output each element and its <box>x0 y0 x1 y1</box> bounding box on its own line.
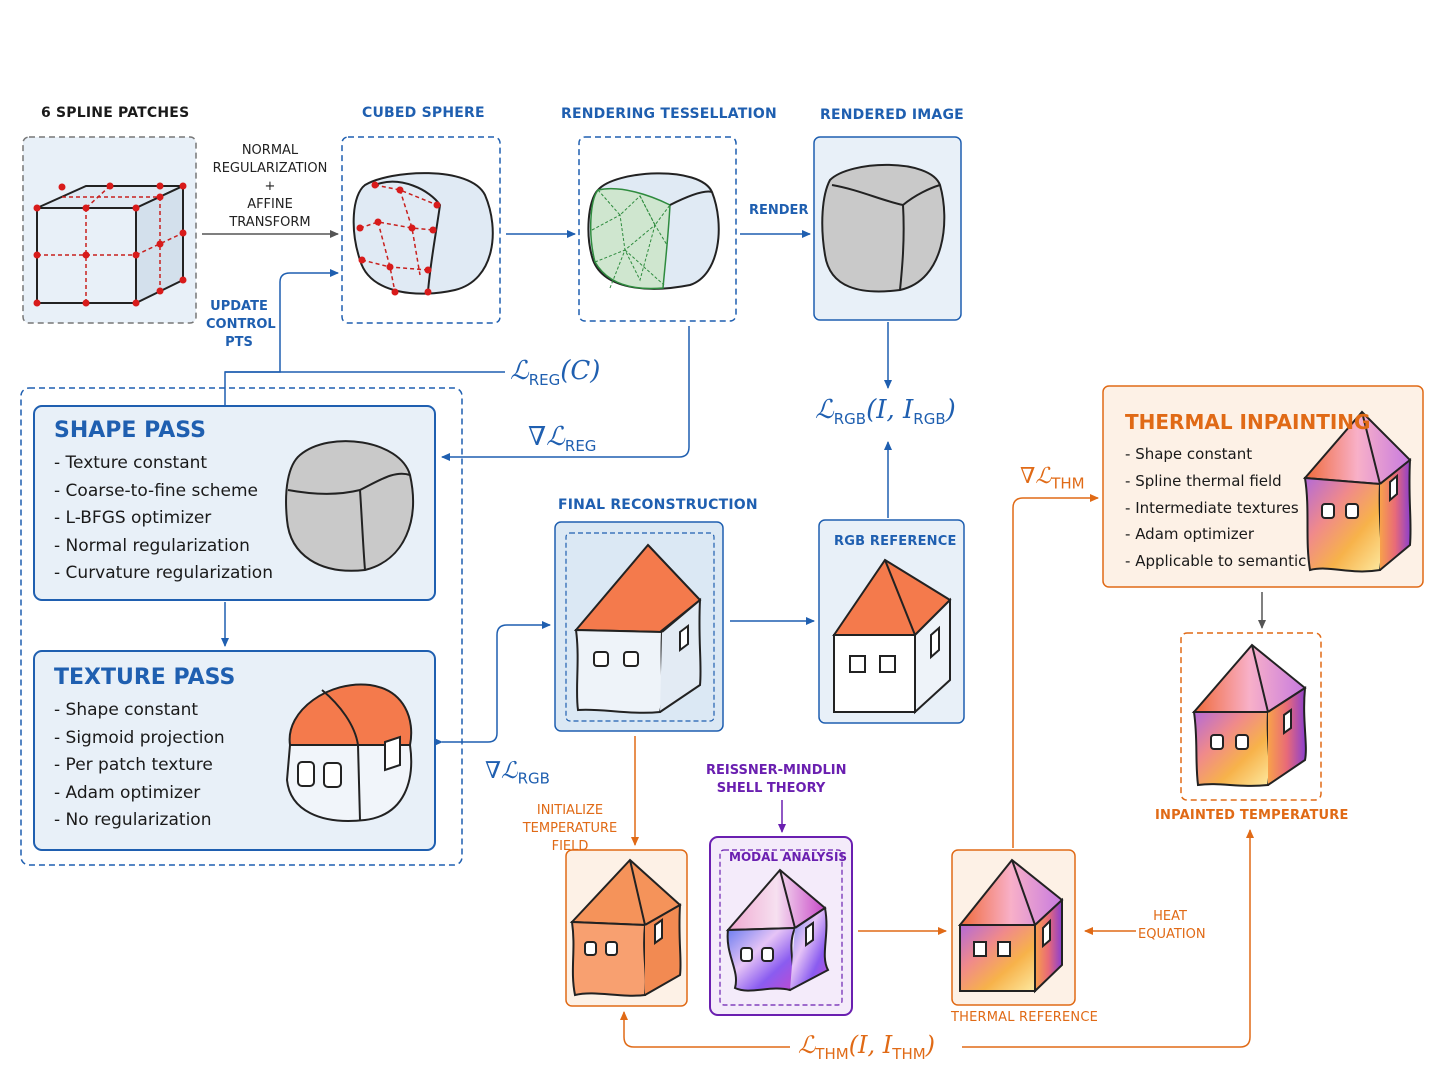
rgb-house-icon <box>832 558 952 715</box>
optimization-group <box>20 387 463 866</box>
shape-pass-title: SHAPE PASS <box>54 418 206 443</box>
tessellation-box <box>578 136 737 322</box>
cube-icon <box>33 182 187 307</box>
initialize-line-3: FIELD <box>551 839 589 854</box>
shape-sphere-icon <box>285 440 414 572</box>
modal-house-icon <box>725 868 830 992</box>
gray-sphere-icon <box>821 163 946 293</box>
update-line-3: PTS <box>225 335 253 350</box>
update-control-label: UPDATE CONTROL PTS <box>206 298 276 352</box>
normal-regularization-label: NORMAL REGULARIZATION + AFFINE TRANSFORM <box>210 142 330 232</box>
final-reconstruction-title: FINAL RECONSTRUCTION <box>558 497 758 513</box>
texture-pass-item: Shape constant <box>54 697 225 725</box>
normal-reg-line-2: REGULARIZATION <box>212 161 328 176</box>
modal-analysis-title: MODAL ANALYSIS <box>729 850 848 864</box>
texture-pass-item: Adam optimizer <box>54 780 225 808</box>
arrow-grad-rgb <box>434 621 551 746</box>
spline-patches-title: 6 SPLINE PATCHES <box>41 105 190 121</box>
grad-loss-thm: ∇ℒTHM <box>1020 464 1085 493</box>
shape-pass-item: Normal regularization <box>54 533 273 561</box>
initialize-line-2: TEMPERATURE <box>522 821 618 836</box>
heat-equation-label: HEAT EQUATION <box>1138 908 1206 944</box>
inpainted-temperature-title: INPAINTED TEMPERATURE <box>1155 808 1349 823</box>
reissner-line-1: REISSNER-MINDLIN <box>706 763 847 778</box>
shape-pass-item: Coarse-to-fine scheme <box>54 478 273 506</box>
inpainting-house-icon <box>1302 410 1412 573</box>
initial-house-icon <box>569 858 682 997</box>
shape-pass-item: Curvature regularization <box>54 560 273 588</box>
update-line-2: CONTROL <box>206 317 276 332</box>
cubed-sphere-title: CUBED SPHERE <box>362 105 485 121</box>
arrow-grad-reg <box>441 326 690 461</box>
cubed-sphere-icon <box>352 172 494 296</box>
reissner-line-2: SHELL THEORY <box>716 781 826 796</box>
texture-sphere-icon <box>285 683 413 822</box>
rgb-reference-title: RGB REFERENCE <box>834 534 957 549</box>
thermal-inpainting-item: Adam optimizer <box>1125 521 1306 548</box>
thermal-inpainting-item: Shape constant <box>1125 441 1306 468</box>
texture-pass-item: Per patch texture <box>54 752 225 780</box>
reissner-label: REISSNER-MINDLIN SHELL THEORY <box>706 762 847 798</box>
shape-pass-list: Texture constant Coarse-to-fine scheme L… <box>54 450 273 588</box>
render-label: RENDER <box>749 203 809 218</box>
texture-pass-item: Sigmoid projection <box>54 725 225 753</box>
initialize-label: INITIALIZE TEMPERATURE FIELD <box>520 802 620 856</box>
inpainted-box <box>1180 632 1322 801</box>
heat-line-1: HEAT <box>1153 909 1187 924</box>
arrow-update-control <box>224 269 339 407</box>
inpainted-house-icon <box>1191 643 1307 787</box>
thermal-reference-title: THERMAL REFERENCE <box>951 1010 1099 1025</box>
tessellated-sphere-icon <box>587 172 720 290</box>
heat-line-2: EQUATION <box>1138 927 1206 942</box>
shape-pass-item: Texture constant <box>54 450 273 478</box>
grad-loss-reg: ∇ℒREG <box>528 422 597 456</box>
texture-pass-list: Shape constant Sigmoid projection Per pa… <box>54 697 225 835</box>
normal-reg-line-1: NORMAL <box>241 143 299 158</box>
thermal-inpainting-title: THERMAL INPAINTING <box>1125 410 1371 434</box>
loss-thm: ℒTHM(I, ITHM) <box>798 1031 936 1063</box>
arrow-thm-loss-left <box>620 1011 790 1048</box>
final-house-icon <box>573 543 702 714</box>
rendered-image-title: RENDERED IMAGE <box>820 107 964 123</box>
rendering-tessellation-title: RENDERING TESSELLATION <box>561 106 777 122</box>
grad-loss-rgb: ∇ℒRGB <box>485 758 550 788</box>
cubed-sphere-box <box>341 136 501 324</box>
arrow-thm-loss-right <box>962 829 1254 1048</box>
arrow-grad-thm <box>1012 494 1099 848</box>
initialize-line-1: INITIALIZE <box>536 803 604 818</box>
texture-pass-item: No regularization <box>54 807 225 835</box>
thermal-inpainting-item: Intermediate textures <box>1125 495 1306 522</box>
modal-analysis-inner <box>719 849 843 1006</box>
normal-reg-line-3: + <box>264 179 276 194</box>
normal-reg-line-5: TRANSFORM <box>229 215 311 230</box>
thermal-house-icon <box>957 858 1064 994</box>
normal-reg-line-4: AFFINE <box>247 197 293 212</box>
thermal-inpainting-item: Spline thermal field <box>1125 468 1306 495</box>
loss-rgb: ℒRGB(I, IRGB) <box>815 395 956 429</box>
texture-pass-title: TEXTURE PASS <box>54 665 236 690</box>
thermal-inpainting-item: Applicable to semantic <box>1125 548 1306 575</box>
thermal-inpainting-list: Shape constant Spline thermal field Inte… <box>1125 441 1306 575</box>
update-line-1: UPDATE <box>210 299 268 314</box>
shape-pass-item: L-BFGS optimizer <box>54 505 273 533</box>
final-reconstruction-inner <box>565 532 715 722</box>
loss-reg: ℒREG(C) <box>510 356 601 390</box>
